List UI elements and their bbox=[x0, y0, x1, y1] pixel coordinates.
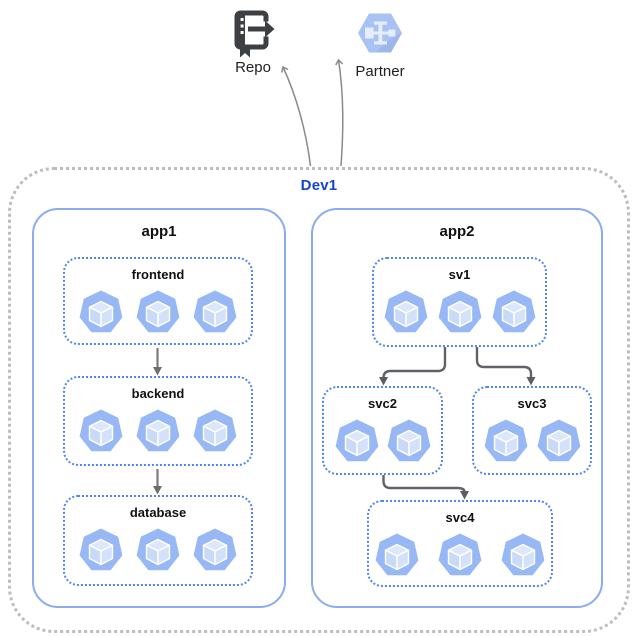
partner-hexagon-icon bbox=[358, 13, 402, 53]
pod-row bbox=[78, 289, 238, 335]
service-box-sv1: sv1 bbox=[372, 257, 547, 347]
pod-icon bbox=[492, 290, 535, 333]
pod-row bbox=[334, 418, 432, 464]
service-label: database bbox=[129, 505, 187, 520]
service-box-database: database bbox=[63, 495, 253, 586]
service-box-frontend: frontend bbox=[63, 257, 253, 345]
pod-icon bbox=[193, 290, 237, 333]
repo-label: Repo bbox=[235, 59, 271, 76]
pod-icon bbox=[136, 290, 180, 333]
service-box-backend: backend bbox=[63, 376, 253, 466]
service-box-svc4: svc4 bbox=[367, 500, 553, 587]
pod-icon bbox=[438, 290, 481, 333]
dev1-label: Dev1 bbox=[300, 177, 338, 194]
service-label: frontend bbox=[131, 267, 185, 282]
source-repo-icon bbox=[234, 10, 275, 58]
pod-row bbox=[483, 418, 582, 464]
service-box-svc3: svc3 bbox=[472, 386, 592, 475]
pod-icon bbox=[136, 409, 180, 452]
pod-icon bbox=[384, 290, 427, 333]
service-label: svc2 bbox=[368, 396, 397, 411]
pod-icon bbox=[193, 409, 237, 452]
service-label: sv1 bbox=[448, 267, 471, 282]
pod-icon bbox=[79, 528, 123, 571]
pod-row bbox=[383, 289, 537, 335]
pod-icon bbox=[484, 419, 527, 462]
pod-icon bbox=[335, 419, 378, 462]
pod-icon bbox=[79, 409, 123, 452]
pod-row bbox=[78, 527, 238, 573]
service-label: backend bbox=[131, 386, 185, 401]
service-box-svc2: svc2 bbox=[322, 386, 443, 475]
service-label: svc3 bbox=[517, 396, 547, 411]
app1-label: app1 bbox=[141, 223, 177, 240]
pod-icon bbox=[438, 533, 482, 576]
pod-row bbox=[78, 408, 238, 454]
pod-icon bbox=[136, 528, 180, 571]
service-label: svc4 bbox=[445, 510, 475, 525]
pod-icon bbox=[193, 528, 237, 571]
app2-label: app2 bbox=[439, 223, 475, 240]
pod-icon bbox=[375, 533, 419, 576]
pod-row bbox=[374, 532, 546, 578]
partner-label: Partner bbox=[355, 63, 405, 80]
pod-icon bbox=[387, 419, 430, 462]
pod-icon bbox=[501, 533, 545, 576]
dev1-boundary-box bbox=[8, 167, 630, 633]
pod-icon bbox=[537, 419, 580, 462]
pod-icon bbox=[79, 290, 123, 333]
edge-dev1-repo bbox=[280, 65, 312, 167]
